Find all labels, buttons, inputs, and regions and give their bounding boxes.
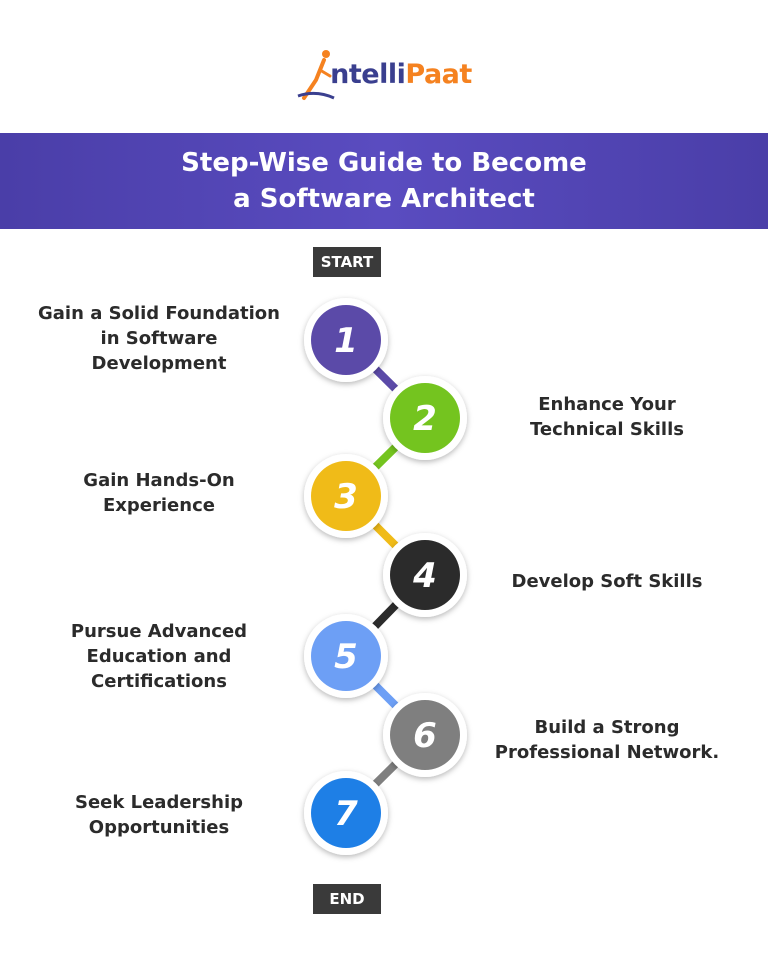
step-6-disc (390, 700, 460, 770)
step-1-label-line: Gain a Solid Foundation (38, 303, 280, 324)
step-4-node: 4 (383, 533, 467, 617)
title-line-2: a Software Architect (233, 184, 535, 214)
runner-icon (297, 50, 335, 100)
step-3-disc (311, 461, 381, 531)
step-4-label: Develop Soft Skills (472, 569, 742, 594)
step-6-label-line: Build a Strong (534, 717, 680, 738)
step-3-number: 3 (334, 477, 358, 517)
step-5-label-line: Certifications (91, 671, 227, 692)
step-6-number: 6 (413, 716, 437, 756)
step-2-disc (390, 383, 460, 453)
step-4-disc (390, 540, 460, 610)
step-1-disc (311, 305, 381, 375)
step-2-number: 2 (413, 399, 437, 439)
step-4-label-line: Develop Soft Skills (511, 571, 703, 592)
step-1-label-line: Development (91, 353, 227, 374)
start-tag: START (313, 247, 381, 277)
step-7-label-line: Opportunities (88, 817, 230, 838)
step-4-number: 4 (412, 556, 437, 596)
step-7-number: 7 (334, 794, 358, 834)
step-5-number: 5 (334, 637, 358, 677)
step-5-label-line: Pursue Advanced (70, 621, 248, 642)
step-2-label-line: Technical Skills (530, 419, 684, 440)
step-5-node: 5 (304, 614, 388, 698)
step-3-label-line: Experience (103, 495, 215, 516)
step-7-node: 7 (304, 771, 388, 855)
brand-suffix: Paat (405, 58, 472, 90)
brand-prefix: ntelli (330, 58, 406, 90)
step-circles: 1 2 3 4 5 6 7 (304, 298, 467, 855)
step-7-disc (311, 778, 381, 848)
step-1-node: 1 (304, 298, 388, 382)
title-line-1: Step-Wise Guide to Become (181, 148, 587, 178)
step-3-label-line: Gain Hands-On (83, 470, 235, 491)
end-tag: END (313, 884, 381, 914)
step-6-node: 6 (383, 693, 467, 777)
step-2-node: 2 (383, 376, 467, 460)
step-7-label-line: Seek Leadership (75, 792, 243, 813)
step-2-label-line: Enhance Your (538, 394, 676, 415)
step-5-label-line: Education and (86, 646, 232, 667)
step-1-number: 1 (334, 321, 358, 361)
step-5-disc (311, 621, 381, 691)
step-1-label-line: in Software (100, 328, 218, 349)
title-banner: Step-Wise Guide to Become a Software Arc… (0, 133, 768, 229)
step-3-node: 3 (304, 454, 388, 538)
step-6-label-line: Professional Network. (494, 742, 720, 763)
